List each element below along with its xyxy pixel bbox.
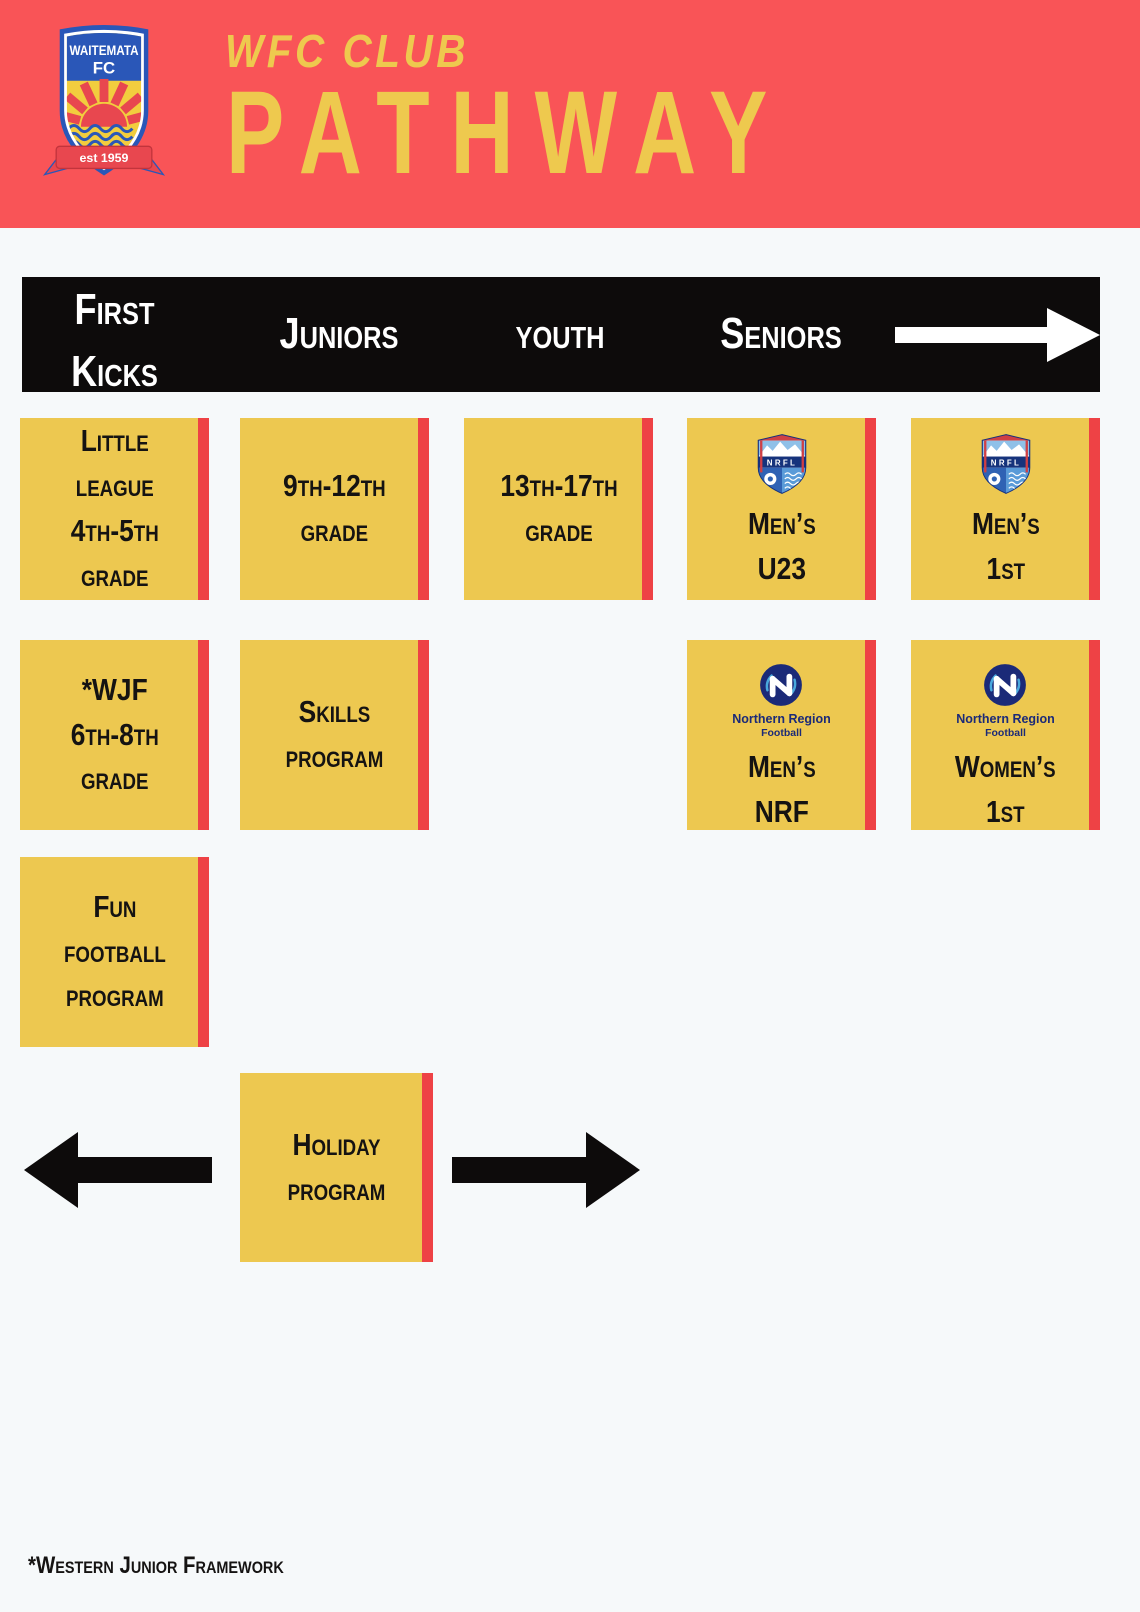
box-accent-stripe xyxy=(198,857,209,1047)
right-arrow-icon xyxy=(452,1132,640,1208)
nrf-caption-line1: Northern Region xyxy=(732,712,831,726)
pathway-box-womens-1st: Northern Region Football Women’s 1st xyxy=(911,640,1100,830)
stages-bar: First Kicks Juniors youth Seniors xyxy=(22,277,1100,396)
header-kicker: WFC CLUB xyxy=(225,25,470,77)
pathway-box-mens-nrf: Northern Region Football Men’s NRF xyxy=(687,640,876,830)
box-accent-stripe xyxy=(865,418,876,600)
left-arrow-icon xyxy=(24,1132,212,1208)
stage-youth: youth xyxy=(515,309,605,358)
nrfl-text: NRFL xyxy=(990,458,1020,467)
nrf-logo: Northern Region Football xyxy=(956,662,1055,739)
pathway-box-holiday-program: Holiday program xyxy=(240,1073,433,1262)
nrf-caption-line1: Northern Region xyxy=(956,712,1055,726)
box-accent-stripe xyxy=(422,1073,433,1262)
header-banner: WAITEMATA FC est 1959 WFC CLUB PATHWAY xyxy=(0,0,1140,228)
pathway-box-13th-17th: 13th-17th grade xyxy=(464,418,653,600)
waitemata-crest-icon: WAITEMATA FC est 1959 xyxy=(42,24,166,176)
box-label: Skills program xyxy=(285,694,384,774)
pathway-box-fun-football: Fun football program xyxy=(20,857,209,1047)
box-accent-stripe xyxy=(642,418,653,600)
box-label: Fun football program xyxy=(63,888,166,1014)
nrfl-text: NRFL xyxy=(766,458,796,467)
box-accent-stripe xyxy=(198,418,209,600)
nrfl-crest-icon: NRFL xyxy=(981,434,1030,494)
box-label: Women’s 1st xyxy=(955,749,1056,829)
box-label: *WJF 6th-8th grade xyxy=(70,671,159,797)
nrf-caption-line2: Football xyxy=(761,727,802,739)
box-accent-stripe xyxy=(1089,418,1100,600)
box-label: Little league 4th-5th grade xyxy=(70,423,159,593)
box-accent-stripe xyxy=(198,640,209,830)
pathway-box-mens-1st: NRFL Men’s 1st xyxy=(911,418,1100,600)
box-label: 9th-12th grade xyxy=(283,468,386,548)
box-label: 13th-17th grade xyxy=(499,468,618,548)
crest-fc-text: FC xyxy=(93,59,115,78)
page-title: PATHWAY xyxy=(226,67,789,199)
nrf-logo: Northern Region Football xyxy=(732,662,831,739)
stage-juniors: Juniors xyxy=(279,309,399,358)
box-label: Men’s NRF xyxy=(747,749,816,829)
pathway-box-little-league: Little league 4th-5th grade xyxy=(20,418,209,600)
right-arrow-icon xyxy=(895,308,1100,362)
box-label: Holiday program xyxy=(287,1126,386,1207)
crest-est-text: est 1959 xyxy=(80,151,129,165)
pathway-box-9th-12th: 9th-12th grade xyxy=(240,418,429,600)
footnote-western-junior-framework: *Western Junior Framework xyxy=(28,1552,284,1579)
pathway-box-wjf: *WJF 6th-8th grade xyxy=(20,640,209,830)
stage-seniors: Seniors xyxy=(720,309,842,358)
crest-club-name: WAITEMATA xyxy=(69,43,138,59)
box-accent-stripe xyxy=(1089,640,1100,830)
pathway-box-skills-program: Skills program xyxy=(240,640,429,830)
nrfl-crest-icon: NRFL xyxy=(757,434,806,494)
stage-first-kicks: First Kicks xyxy=(71,285,158,396)
nrf-logo-icon xyxy=(984,664,1027,706)
pathway-box-mens-u23: NRFL Men’s U23 xyxy=(687,418,876,600)
box-label: Men’s U23 xyxy=(747,506,816,586)
box-accent-stripe xyxy=(865,640,876,830)
box-label: Men’s 1st xyxy=(971,506,1040,586)
box-accent-stripe xyxy=(418,640,429,830)
nrf-caption-line2: Football xyxy=(985,727,1026,739)
nrf-logo-icon xyxy=(760,664,803,706)
box-accent-stripe xyxy=(418,418,429,600)
